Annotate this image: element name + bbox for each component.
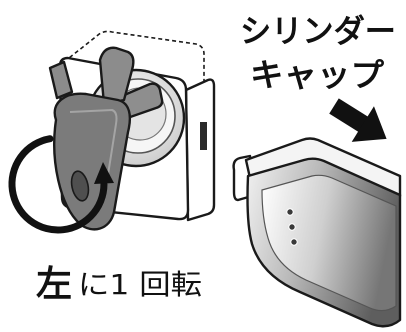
cylinder-cap [234,139,400,327]
rotation-label: に1 回転 [78,268,202,301]
direction-label: 左 [36,264,72,305]
cap-dot-3 [291,239,297,245]
part-name-line1: シリンダー [240,12,396,50]
cap-dot-1 [287,209,293,215]
part-name-line2: キャップ [250,56,385,94]
housing-side-slot [200,122,207,150]
cap-dot-2 [289,224,295,230]
